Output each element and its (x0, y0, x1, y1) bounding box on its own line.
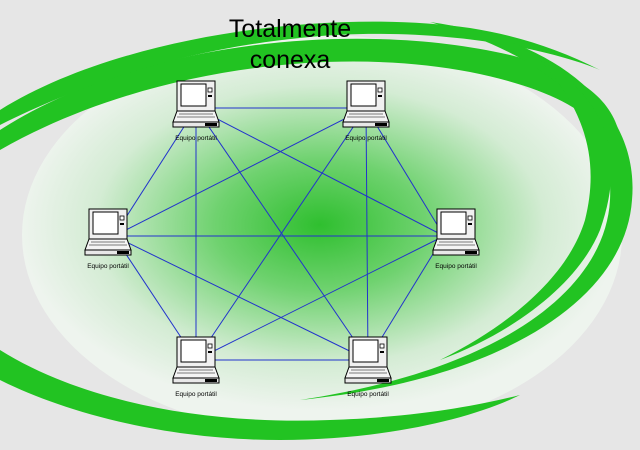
laptop-node: Equipo portátil (160, 80, 232, 152)
title-line-2: conexa (249, 46, 331, 74)
laptop-node: Equipo portátil (330, 80, 402, 152)
mesh-link (195, 107, 445, 237)
laptop-icon (432, 208, 480, 256)
title-line-1: Totalmente (228, 15, 352, 43)
mesh-link (195, 235, 445, 361)
mesh-link (195, 107, 369, 361)
node-label: Equipo portátil (175, 391, 217, 398)
mesh-link (365, 107, 445, 237)
node-label: Equipo portátil (175, 135, 217, 142)
laptop-icon (344, 336, 392, 384)
laptop-node: Equipo portátil (72, 208, 144, 280)
laptop-node: Equipo portátil (332, 336, 404, 408)
node-label: Equipo portátil (345, 135, 387, 142)
laptop-icon (172, 336, 220, 384)
laptop-icon (342, 80, 390, 128)
mesh-link (365, 107, 369, 361)
mesh-link (113, 235, 369, 361)
swoosh-top-band (0, 38, 622, 171)
node-label: Equipo portátil (347, 391, 389, 398)
green-glow-ellipse (22, 35, 622, 435)
laptop-node: Equipo portátil (160, 336, 232, 408)
laptop-icon (84, 208, 132, 256)
node-label: Equipo portátil (435, 263, 477, 270)
mesh-link (195, 107, 367, 361)
swoosh-bottom-band (0, 350, 520, 440)
page-title: Totalmente conexa (190, 14, 390, 76)
mesh-link (113, 107, 367, 237)
laptop-node: Equipo portátil (420, 208, 492, 280)
mesh-link (113, 107, 197, 237)
node-label: Equipo portátil (87, 263, 129, 270)
swoosh-top-fill (0, 21, 600, 125)
laptop-icon (172, 80, 220, 128)
